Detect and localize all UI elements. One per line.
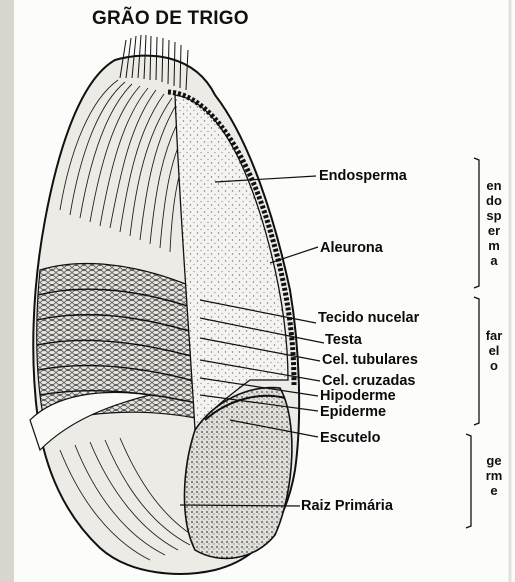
group-label-farelo: farelo (485, 328, 503, 373)
page-edge-shadow (0, 0, 14, 582)
label-aleurona: Aleurona (320, 240, 383, 256)
label-tecido-nucelar: Tecido nucelar (318, 310, 419, 326)
group-brackets (466, 158, 479, 528)
label-raiz-primaria: Raiz Primária (301, 498, 393, 514)
diagram-title: GRÃO DE TRIGO (92, 8, 249, 30)
label-cel-cruzadas: Cel. cruzadas (322, 373, 416, 389)
label-cel-tubulares: Cel. tubulares (322, 352, 418, 368)
label-escutelo: Escutelo (320, 430, 380, 446)
group-label-endosperma: endosperma (485, 178, 503, 268)
label-testa: Testa (325, 332, 362, 348)
label-hipoderme: Hipoderme (320, 388, 396, 404)
label-endosperma: Endosperma (319, 168, 407, 184)
group-label-germe: germe (485, 453, 503, 498)
label-epiderme: Epiderme (320, 404, 386, 420)
